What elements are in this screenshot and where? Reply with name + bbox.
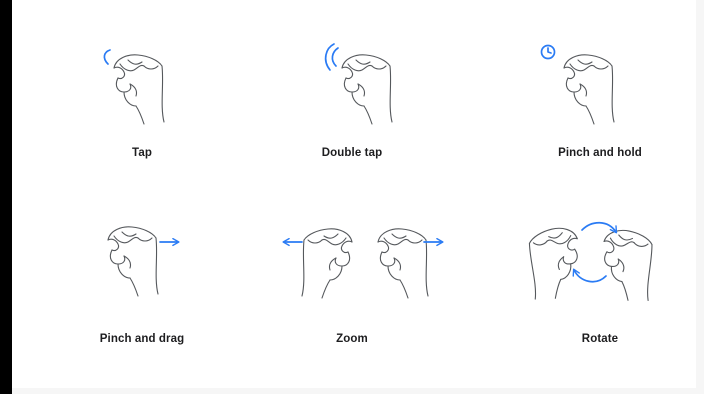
pinch-hold-hand-illustration [500,20,700,140]
gesture-label: Pinch and drag [42,333,242,345]
gesture-label: Rotate [500,333,700,345]
gesture-label: Zoom [252,333,452,345]
double-tap-wave-icon [326,44,338,70]
gesture-tap: Tap [42,20,242,180]
pinch-drag-hand-illustration [42,190,242,310]
gesture-pinch-drag: Pinch and drag [42,190,242,350]
gesture-double-tap: Double tap [252,20,452,180]
gesture-label: Double tap [252,147,452,159]
tap-hand-illustration [42,20,242,140]
tap-wave-icon [104,50,110,64]
double-tap-hand-illustration [252,20,452,140]
gesture-label: Pinch and hold [500,147,700,159]
gesture-label: Tap [42,147,242,159]
gesture-rotate: Rotate [500,190,700,350]
window-edge-left [0,0,12,394]
window-edge-bottom [12,388,704,394]
gesture-zoom: Zoom [252,190,452,350]
gesture-pinch-hold: Pinch and hold [500,20,700,180]
rotate-hands-illustration [500,190,700,310]
clock-icon [542,46,555,59]
zoom-hands-illustration [252,190,452,310]
